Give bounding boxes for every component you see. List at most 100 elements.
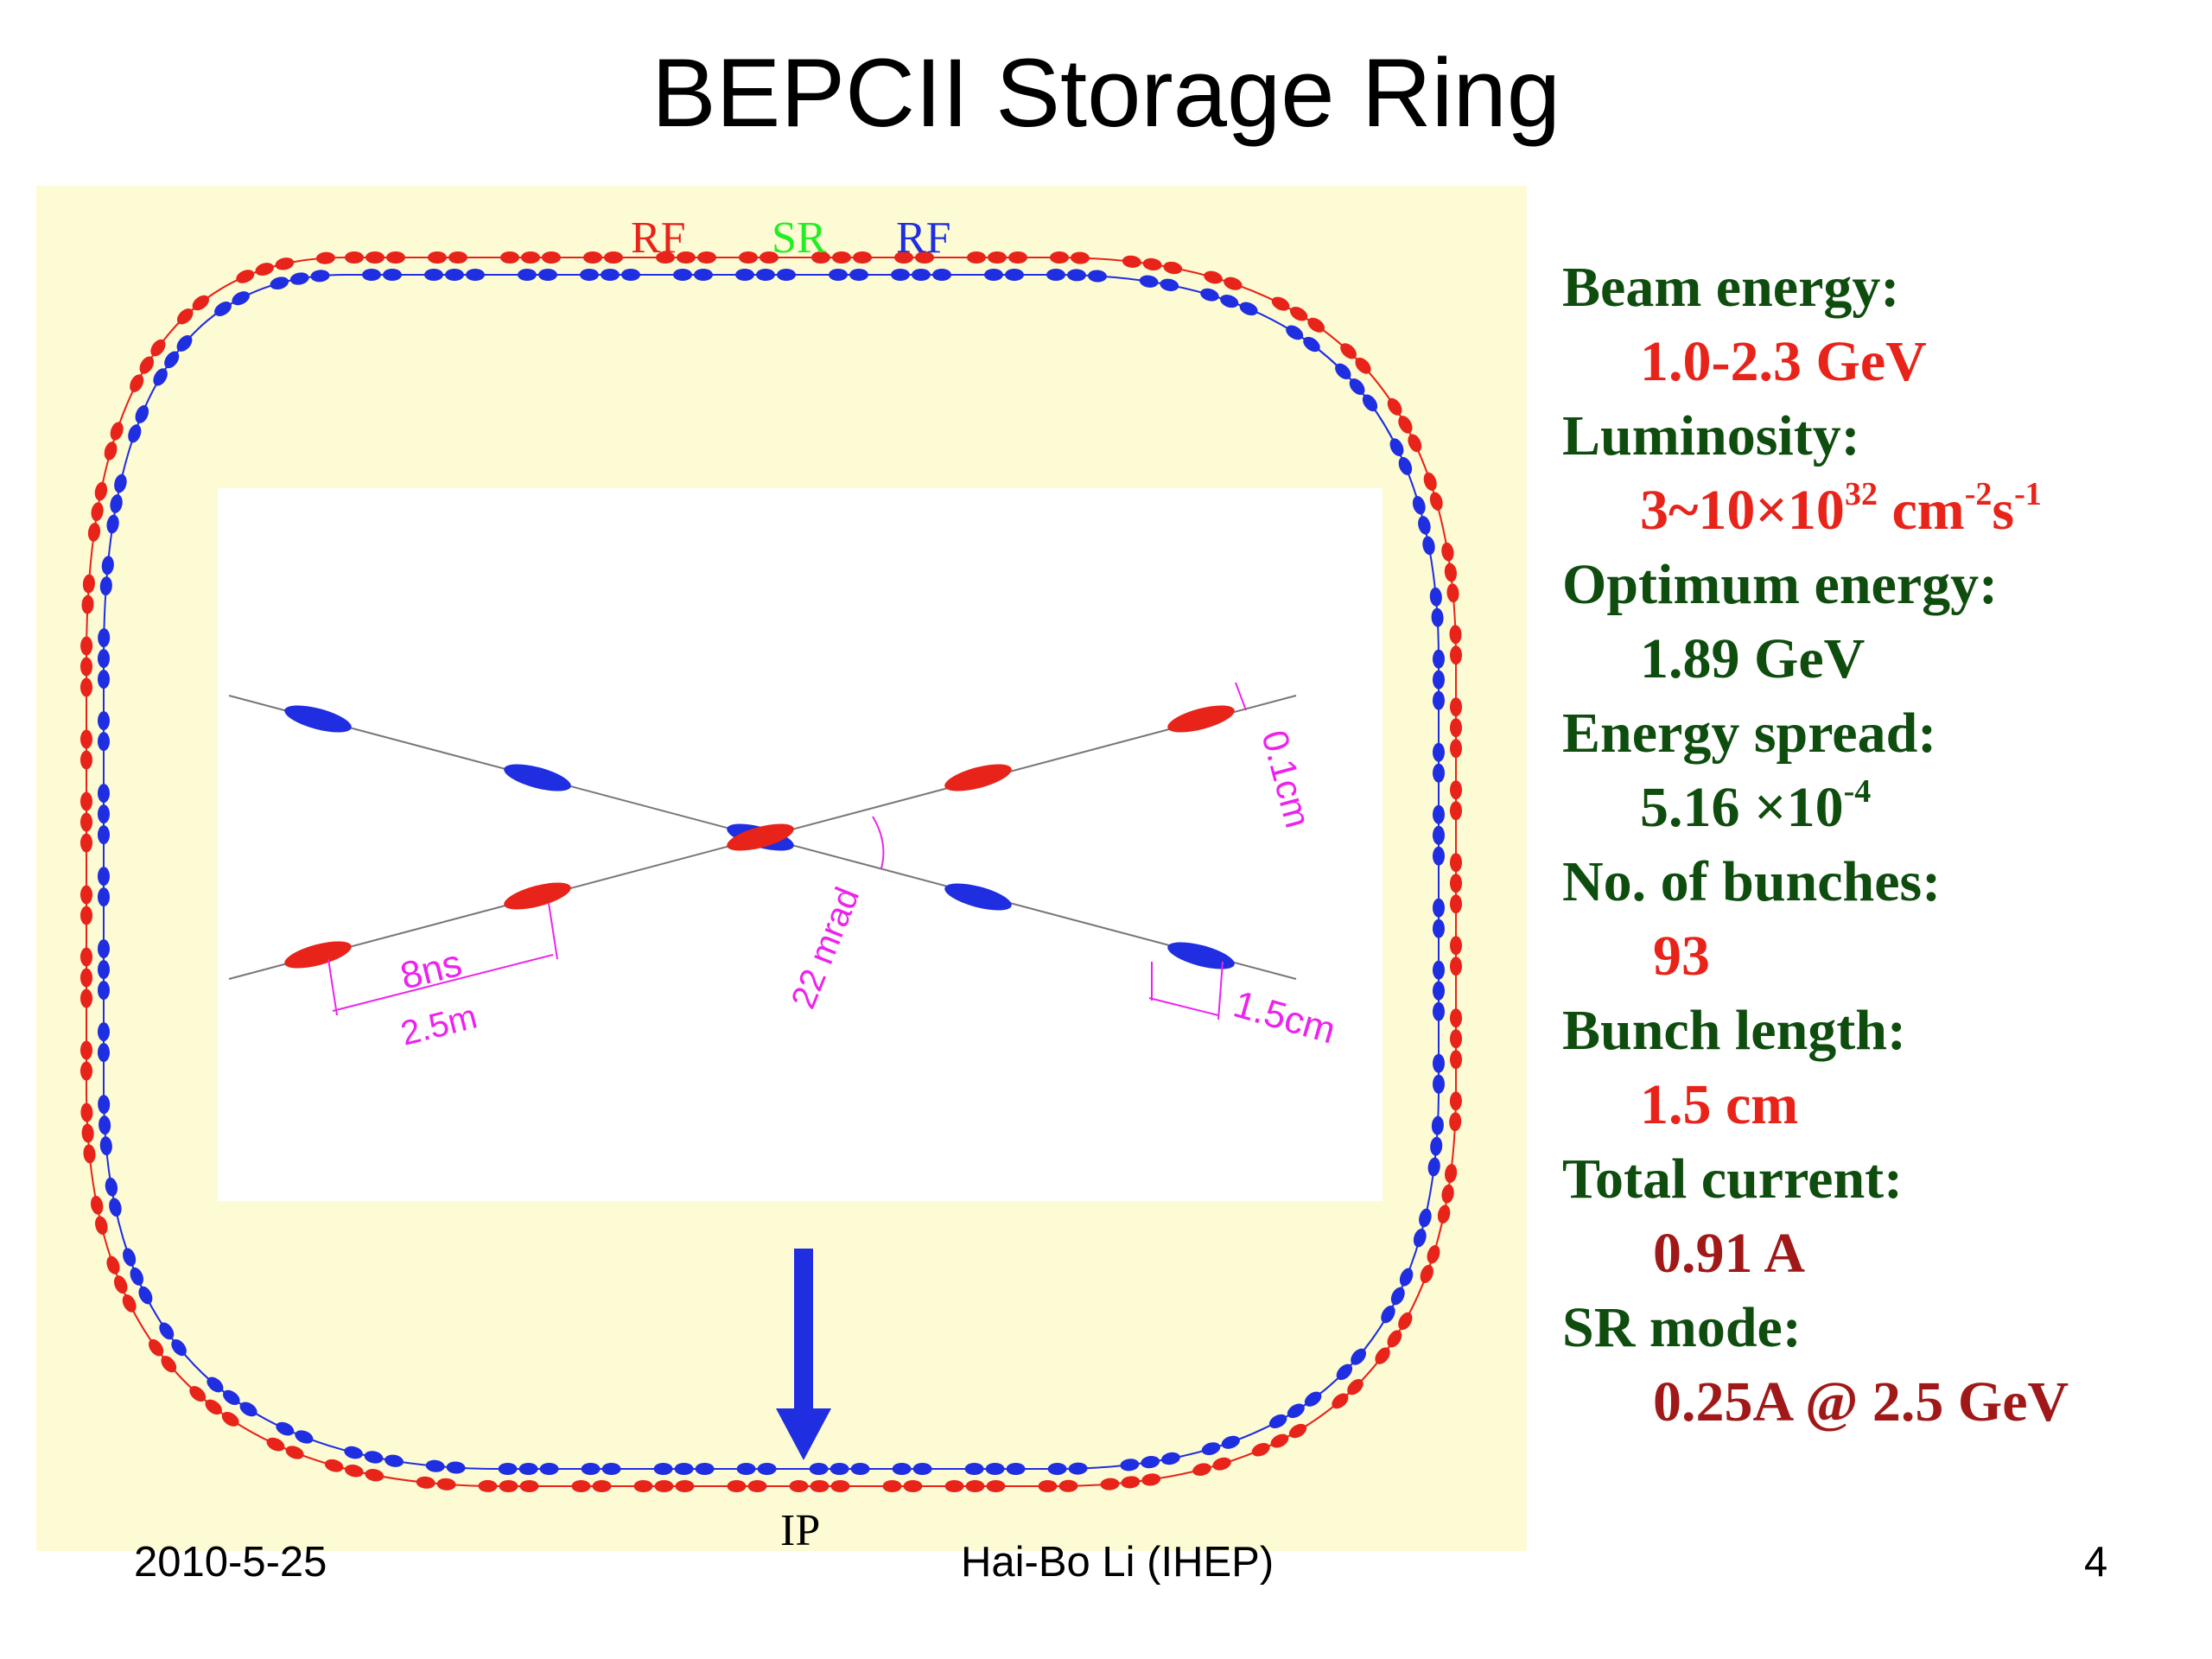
- ring-electron-bunch: [1450, 1008, 1462, 1028]
- ring-positron-bunch: [581, 1463, 601, 1475]
- ring-positron-bunch: [1433, 1053, 1445, 1073]
- ring-electron-bunch: [95, 1216, 108, 1236]
- ring-positron-bunch: [830, 1463, 849, 1475]
- ring-positron-bunch: [98, 1095, 111, 1115]
- ring-electron-bunch: [1450, 1050, 1462, 1070]
- spec-label: Bunch length:: [1562, 999, 1906, 1062]
- ring-positron-bunch: [466, 269, 485, 281]
- ring-electron-bunch: [1387, 397, 1402, 416]
- sr-label: SR: [772, 213, 827, 263]
- ring-positron-bunch: [424, 269, 443, 281]
- ring-positron-bunch: [1047, 1462, 1067, 1476]
- ring-electron-bunch: [633, 1480, 653, 1492]
- spec-value: 1.89 GeV: [1640, 627, 1866, 690]
- ring-positron-bunch: [425, 1459, 445, 1472]
- ring-electron-bunch: [1290, 306, 1308, 321]
- ring-electron-bunch: [80, 677, 92, 697]
- ring-electron-bunch: [80, 750, 92, 770]
- ring-positron-bunch: [214, 302, 232, 316]
- ring-electron-bunch: [499, 1480, 518, 1492]
- ring-positron-bunch: [1268, 1414, 1287, 1428]
- ring-electron-bunch: [1340, 343, 1357, 359]
- ring-positron-bunch: [1433, 742, 1445, 762]
- ring-electron-bunch: [1204, 270, 1223, 284]
- ring-electron-bunch: [747, 1480, 767, 1492]
- ip-label: IP: [780, 1506, 820, 1555]
- positron-bunch: [284, 705, 352, 733]
- ring-positron-bunch: [912, 269, 931, 281]
- ring-electron-bunch: [853, 251, 872, 264]
- spec-value: 1.0-2.3 GeV: [1640, 330, 1927, 393]
- ring-positron-bunch: [1220, 295, 1239, 308]
- ring-positron-bunch: [1287, 1403, 1305, 1419]
- ring-electron-bunch: [150, 339, 166, 357]
- ring-electron-bunch: [1423, 472, 1437, 491]
- ring-electron-bunch: [1050, 251, 1069, 264]
- ring-electron-bunch: [221, 1411, 239, 1427]
- ring-electron-bunch: [832, 251, 851, 264]
- ring-electron-bunch: [1271, 296, 1290, 311]
- ip-arrow-icon: [776, 1408, 831, 1460]
- ring-positron-bunch: [1160, 278, 1179, 291]
- ring-positron-bunch: [98, 804, 110, 824]
- ring-positron-bunch: [1381, 1306, 1395, 1324]
- ring-positron-bunch: [98, 867, 110, 887]
- ring-electron-bunch: [675, 1480, 695, 1492]
- ring-electron-bunch: [1449, 1091, 1462, 1111]
- ring-positron-bunch: [130, 1267, 144, 1286]
- ring-positron-bunch: [128, 424, 142, 443]
- ring-positron-bunch: [601, 269, 620, 281]
- ring-electron-bunch: [1450, 780, 1462, 800]
- ring-electron-bunch: [967, 251, 986, 264]
- ring-positron-bunch: [276, 1421, 295, 1436]
- ring-electron-bunch: [205, 1399, 222, 1415]
- ring-positron-bunch: [164, 351, 180, 369]
- ring-electron-bunch: [83, 1144, 96, 1164]
- spec-label: SR mode:: [1562, 1296, 1802, 1359]
- ring-electron-bunch: [113, 1275, 128, 1294]
- ring-electron-bunch: [727, 1480, 747, 1492]
- ring-positron-bunch: [1068, 1462, 1088, 1475]
- ring-electron-bunch: [1212, 1457, 1231, 1471]
- ring-electron-bunch: [1450, 1029, 1462, 1049]
- positron-bunch: [1167, 942, 1235, 969]
- ring-electron-bunch: [583, 251, 602, 264]
- ring-electron-bunch: [830, 1480, 850, 1492]
- ring-positron-bunch: [223, 1389, 240, 1406]
- ring-positron-bunch: [1303, 336, 1320, 353]
- ring-positron-bunch: [176, 334, 193, 352]
- ring-electron-bunch: [1347, 1379, 1363, 1395]
- slide-title: BEPCII Storage Ring: [651, 39, 1561, 147]
- ring-positron-bunch: [123, 1248, 137, 1267]
- ring-positron-bunch: [1412, 495, 1426, 515]
- ring-positron-bunch: [1433, 649, 1445, 669]
- ring-electron-bunch: [1450, 874, 1462, 893]
- ring-positron-bunch: [445, 269, 464, 281]
- ring-electron-bunch: [80, 729, 92, 749]
- ring-positron-bunch: [153, 368, 168, 386]
- ring-electron-bunch: [236, 270, 255, 283]
- energy-spread-base: 5.16 ×10: [1640, 776, 1844, 839]
- ring-positron-bunch: [1286, 325, 1304, 340]
- ring-electron-bunch: [87, 522, 101, 542]
- ring-positron-bunch: [498, 1463, 518, 1475]
- ring-electron-bunch: [542, 251, 561, 264]
- ring-positron-bunch: [850, 1463, 870, 1475]
- ring-positron-bunch: [964, 1463, 984, 1475]
- spec-value: 93: [1653, 925, 1710, 988]
- ring-electron-bunch: [810, 1480, 830, 1492]
- ring-positron-bunch: [1362, 394, 1378, 412]
- spec-total-current: Total current: 0.91 A: [1562, 1142, 2202, 1291]
- ring-positron-bunch: [601, 1463, 621, 1475]
- ring-electron-bunch: [161, 1356, 177, 1373]
- ring-positron-bunch: [1139, 275, 1159, 288]
- ring-electron-bunch: [122, 1294, 137, 1313]
- ring-positron-bunch: [1389, 438, 1404, 456]
- ring-positron-bunch: [1005, 269, 1024, 281]
- ring-electron-bunch: [80, 885, 92, 905]
- ring-positron-bunch: [446, 1461, 466, 1474]
- ring-positron-bunch: [695, 1463, 715, 1475]
- ring-positron-bunch: [98, 1022, 110, 1042]
- ring-electron-bunch: [80, 1061, 92, 1081]
- ring-electron-bunch: [1375, 1347, 1390, 1364]
